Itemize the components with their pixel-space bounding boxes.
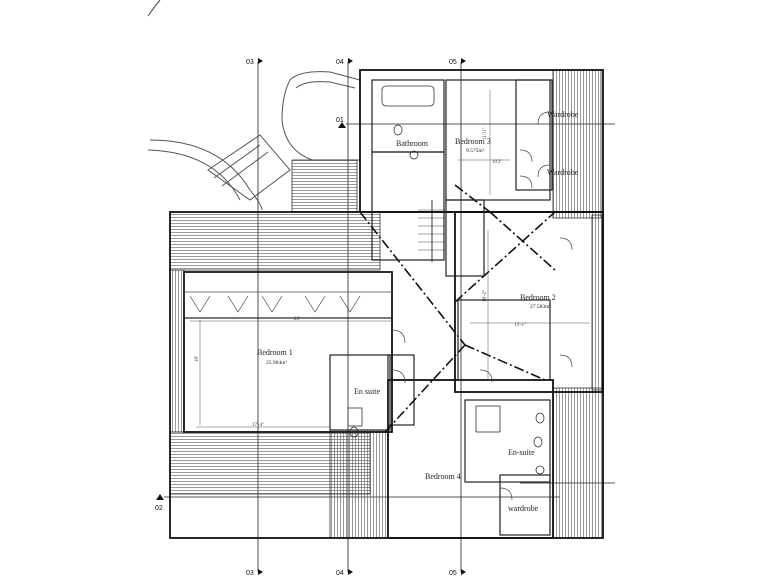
dim-bedroom3-width: 10'2"	[492, 160, 502, 165]
svg-text:04: 04	[336, 570, 344, 576]
dim-bedroom2-height: 18'-2"	[483, 290, 488, 302]
room-label-bedroom3: Bedroom 3	[455, 137, 491, 146]
svg-text:01: 01	[336, 117, 344, 124]
svg-text:05: 05	[449, 570, 457, 576]
roof-hatching	[169, 69, 604, 539]
svg-text:03: 03	[246, 59, 254, 66]
grid-label-04-bottom: 04	[336, 569, 353, 576]
room-label-bedroom4: Bedroom 4	[425, 472, 461, 481]
area-bedroom3: 9.575m²	[466, 148, 485, 154]
room-label-bathroom: Bathroom	[396, 139, 429, 148]
dimension-lines	[190, 90, 590, 428]
room-label-wardrobe-a: Wardrobe	[547, 110, 579, 119]
partial-arc	[147, 0, 161, 17]
grid-label-03-top: 03	[246, 58, 263, 66]
grid-label-03-bottom: 03	[246, 569, 263, 576]
room-label-bedroom1: Bedroom 1	[257, 348, 293, 357]
grid-label-05-top: 05	[449, 58, 466, 66]
room-label-wardrobe-b: Wardrobe	[547, 168, 579, 177]
grid-label-04-top: 04	[336, 58, 353, 66]
svg-text:04: 04	[336, 59, 344, 66]
internal-walls	[183, 79, 553, 536]
room-label-ensuite1: En suite	[354, 387, 380, 396]
bathroom-fixtures	[347, 85, 545, 475]
area-bedroom1: 25.984m²	[266, 360, 287, 366]
dim-bedroom1-width: 23'	[294, 317, 300, 322]
dim-bedroom1-width2: 17'-4"	[252, 423, 264, 428]
dim-bedroom3-height: 11'11"	[483, 127, 488, 140]
roof-hip-lines	[359, 184, 556, 433]
door-swings	[391, 111, 573, 501]
svg-text:05: 05	[449, 59, 457, 66]
svg-text:02: 02	[155, 505, 163, 512]
grid-label-05-bottom: 05	[449, 569, 466, 576]
dim-bedroom2-width: 13'-1"	[514, 323, 526, 328]
staircase	[418, 200, 446, 262]
area-bedroom2: 27.583m²	[530, 304, 551, 310]
svg-text:03: 03	[246, 570, 254, 576]
room-label-bedroom2: Bedroom 2	[520, 293, 556, 302]
room-label-wardrobe-c: wardrobe	[508, 504, 539, 513]
outdoor-curves	[147, 71, 361, 211]
room-label-ensuite2: En-suite	[508, 448, 535, 457]
wardrobe-doors-bedroom1	[184, 291, 392, 313]
dim-bedroom1-height: 18'	[195, 356, 200, 362]
